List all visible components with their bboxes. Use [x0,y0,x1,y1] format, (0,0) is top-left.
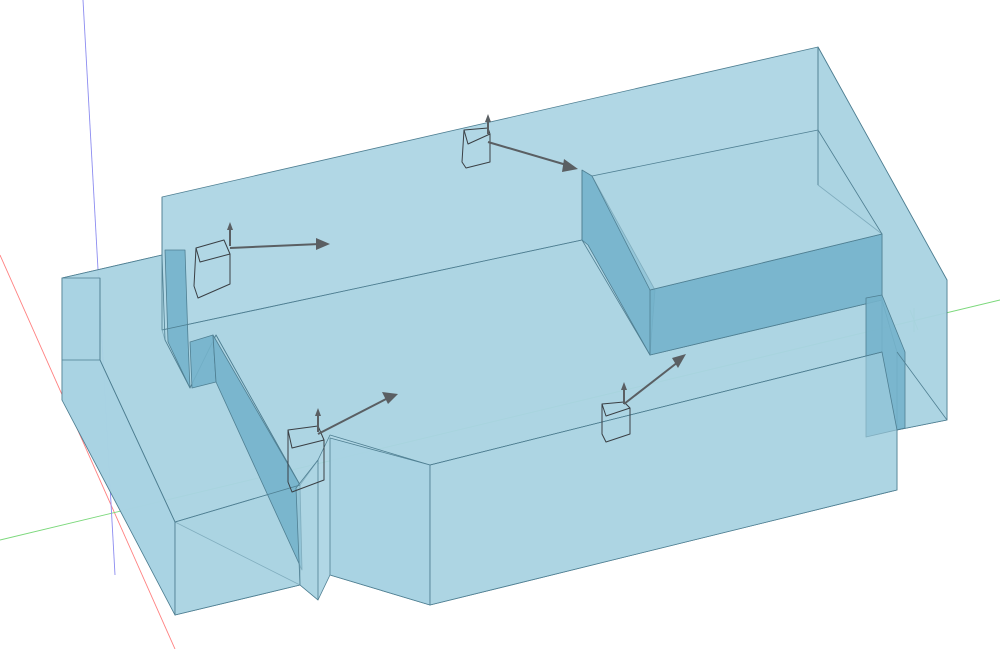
direction-arrow [229,243,321,249]
center-front-wall [329,437,431,606]
alcove-floor [591,129,883,291]
direction-arrow-icon [672,354,686,368]
camera-2[interactable] [461,114,578,172]
direction-arrow-icon [315,408,321,416]
direction-arrow-icon [382,392,398,404]
edge-lines [896,351,948,421]
left-inner-wall [164,249,191,389]
x-axis [0,254,176,650]
edge-lines [161,239,583,331]
direction-arrow-icon [227,222,233,230]
direction-arrow-icon [485,114,491,122]
direction-arrow [487,141,571,167]
left-notch-wall [189,334,217,389]
edge-lines [429,351,883,466]
camera-icon [287,429,325,449]
cameras[interactable] [193,114,686,493]
camera-4[interactable] [601,354,686,443]
direction-arrow-icon [621,382,627,390]
camera-icon [463,129,491,145]
camera-3[interactable] [287,392,398,493]
direction-arrow [317,397,389,435]
edge-lines [99,278,301,523]
direction-arrow [623,361,679,405]
camera-icon [601,403,631,417]
camera-1[interactable] [193,222,330,299]
center-thin-panel [295,459,319,601]
direction-arrow-icon [316,238,330,250]
room-volume[interactable] [61,46,948,616]
camera-icon[interactable] [193,239,231,299]
direction-arrow-icon [562,159,578,172]
camera-icon [195,247,231,263]
